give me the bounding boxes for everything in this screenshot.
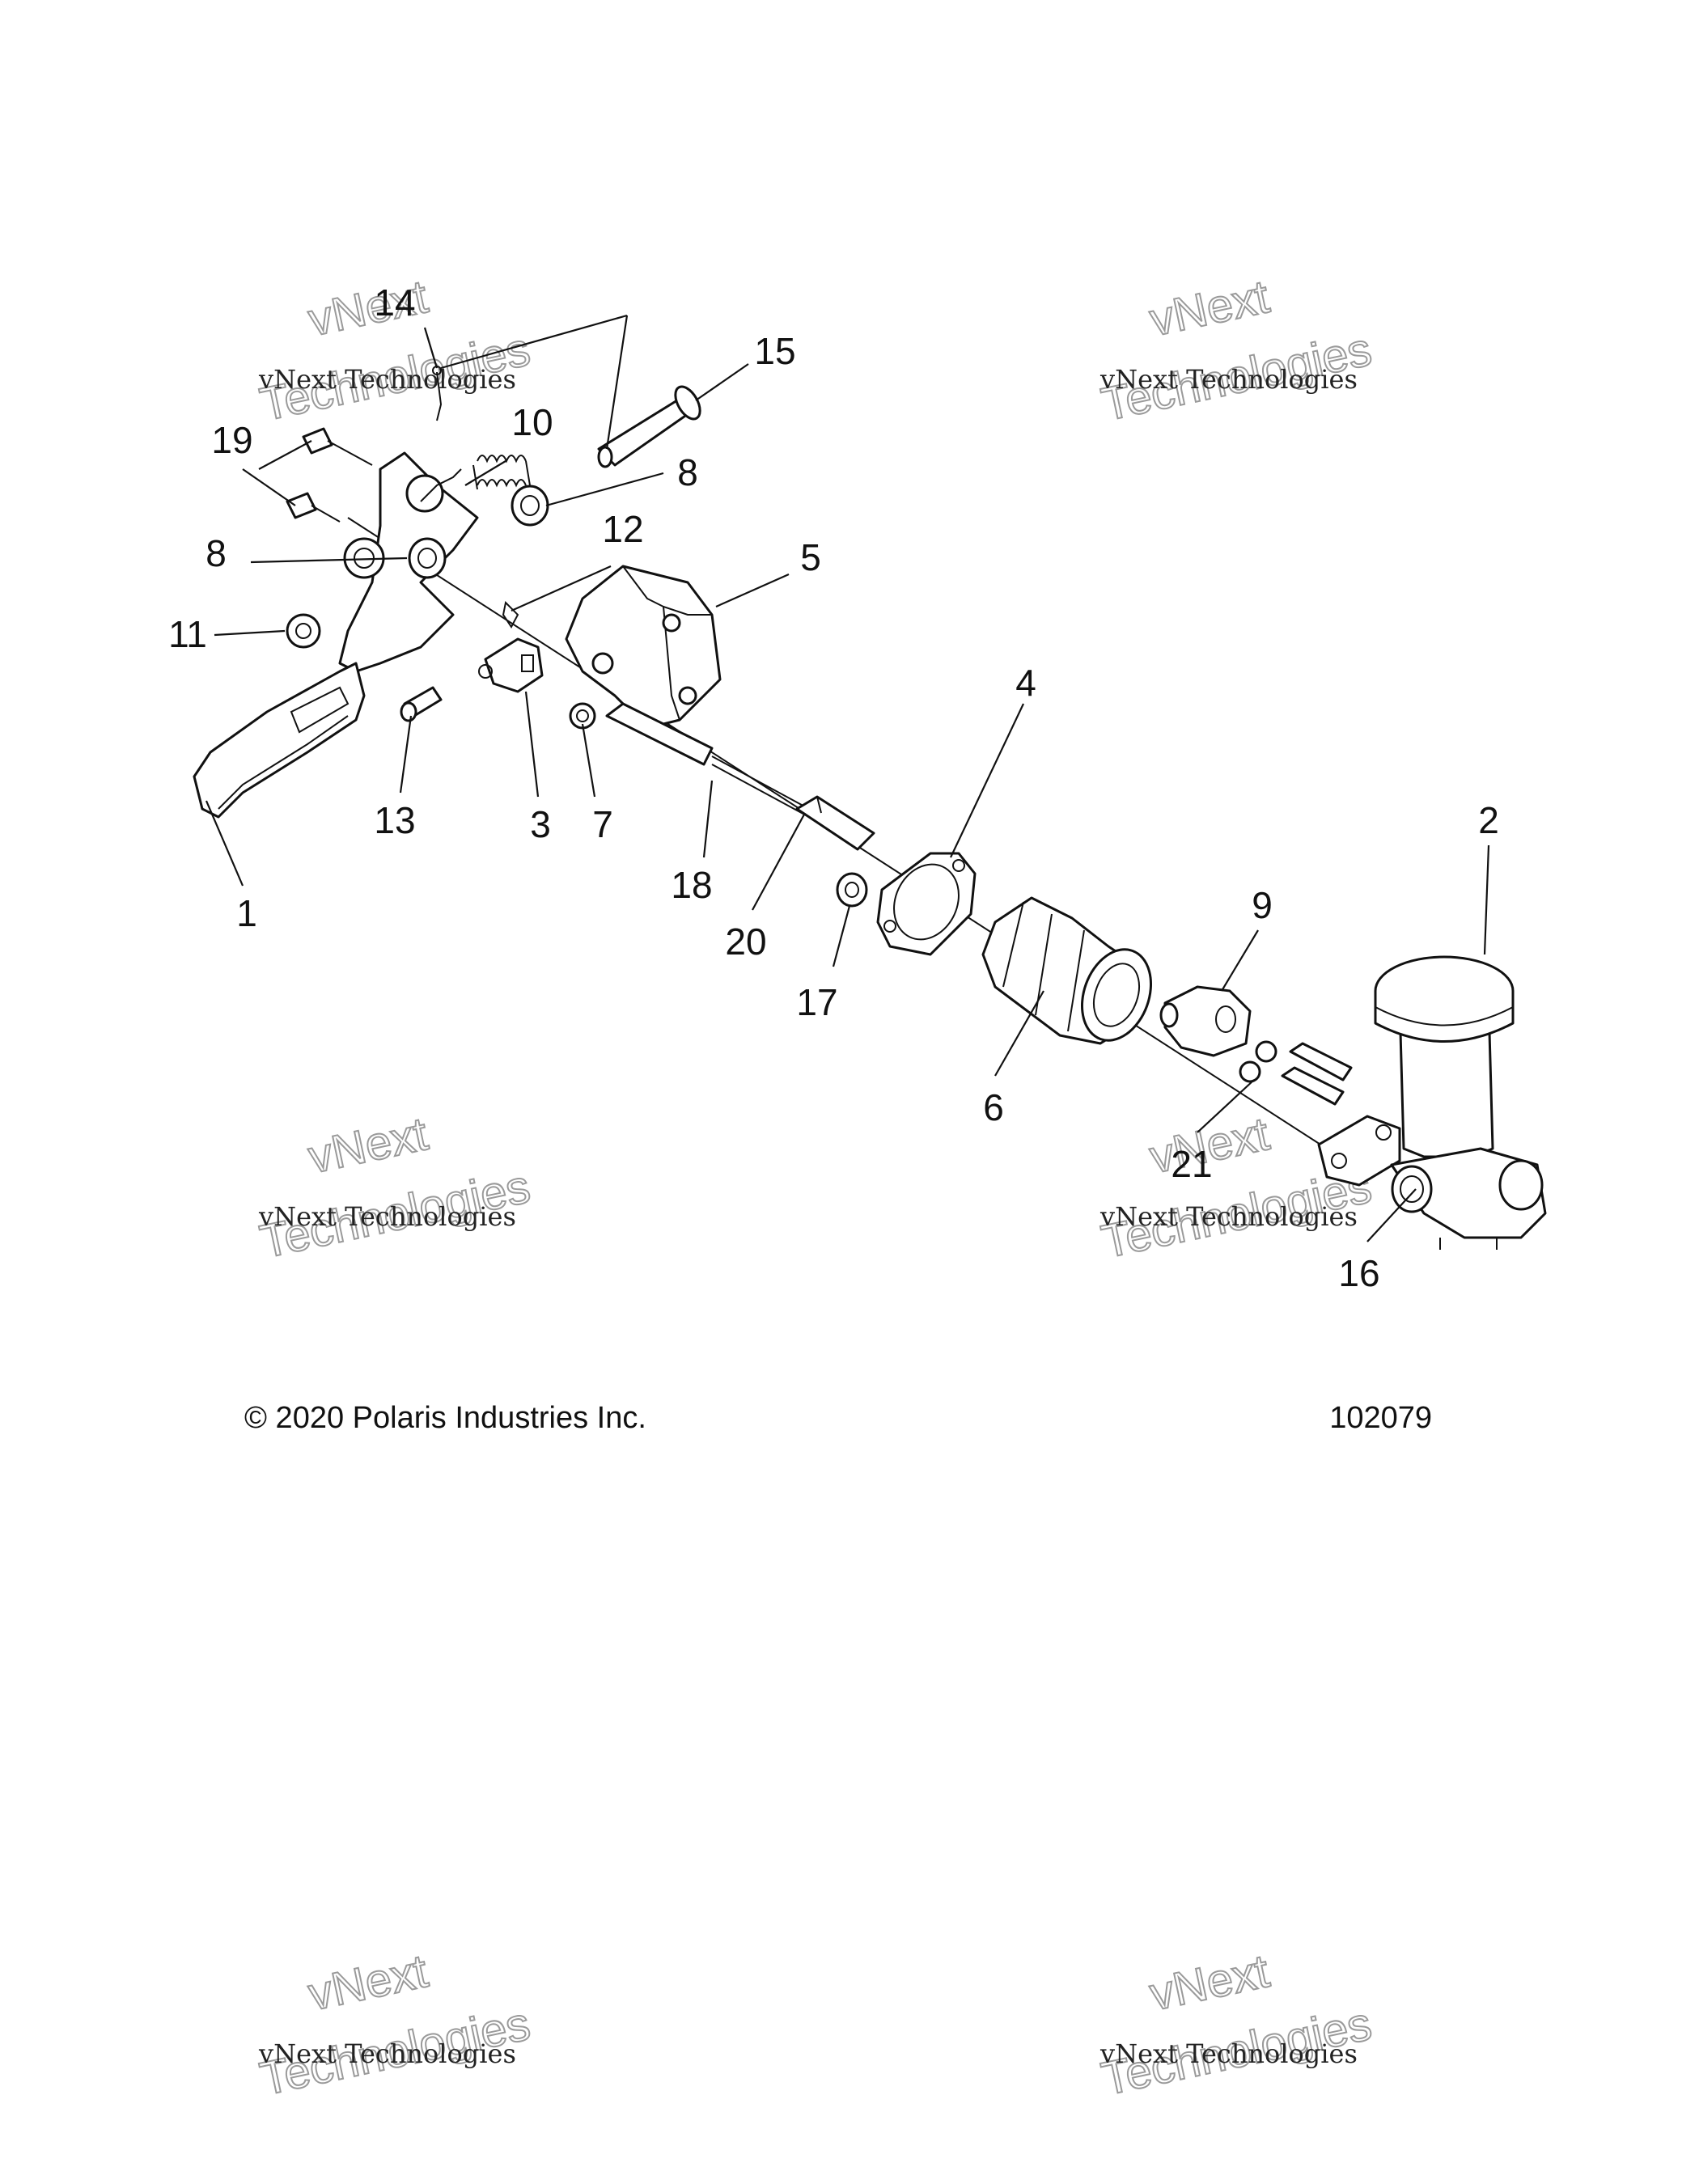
part-bolt-19-upper (302, 427, 373, 466)
callout-6: 6 (983, 1086, 1004, 1128)
part-washer-11 (286, 613, 321, 649)
part-bushing-8-left (408, 537, 447, 579)
callouts: 1 2 3 4 5 6 7 8 8 9 10 11 12 13 14 15 16… (168, 281, 1499, 1294)
callout-21: 21 (1171, 1143, 1212, 1185)
part-nut-21 (1239, 1040, 1277, 1083)
callout-8-top: 8 (677, 451, 698, 493)
part-rubber-boot (981, 896, 1153, 1045)
callout-8-left: 8 (205, 532, 227, 574)
part-clevis-3 (478, 637, 544, 693)
callout-2: 2 (1478, 799, 1499, 841)
watermark-vnext: vNext (304, 1107, 433, 1183)
watermark-bottom-left: vNext Technologies vNext Technologies (255, 1944, 536, 2106)
watermark-vnext: vNext (1146, 1945, 1274, 2021)
watermark-vnext: vNext (1146, 270, 1274, 346)
part-pivot-pin (597, 385, 701, 468)
part-bushing-8-top (511, 485, 549, 527)
part-pedal-arm (193, 451, 479, 819)
callout-16: 16 (1338, 1252, 1379, 1294)
callout-5: 5 (800, 536, 821, 578)
callout-11: 11 (168, 613, 207, 655)
copyright-text: © 2020 Polaris Industries Inc. (244, 1401, 646, 1435)
callout-10: 10 (511, 401, 553, 443)
watermark-text: vNext Technologies (258, 1201, 516, 1232)
part-clevis-9 (1159, 985, 1252, 1057)
part-rod-end-20 (795, 795, 875, 851)
part-push-rod (605, 702, 810, 818)
watermark-bottom-right: vNext Technologies vNext Technologies (1096, 1944, 1377, 2106)
watermark-mid-right: vNext Technologies vNext Technologies (1096, 1107, 1377, 1269)
callout-15: 15 (754, 330, 795, 372)
part-gasket-plate (876, 852, 977, 956)
leader-lines (205, 314, 1490, 1242)
part-return-spring (420, 455, 531, 502)
watermark-mid-left: vNext Technologies vNext Technologies (255, 1107, 536, 1269)
callout-13: 13 (374, 799, 415, 841)
callout-17: 17 (796, 981, 837, 1023)
part-nut-17 (836, 872, 868, 908)
callout-1: 1 (236, 892, 257, 934)
watermark-text: vNext Technologies (258, 364, 516, 395)
watermark-text: vNext Technologies (1099, 1201, 1358, 1232)
part-bracket (565, 565, 722, 730)
callout-20: 20 (725, 921, 766, 963)
watermark-vnext: vNext (304, 1945, 433, 2021)
callout-3: 3 (530, 803, 551, 845)
watermark-top-right: vNext Technologies vNext Technologies (1096, 269, 1377, 432)
watermark-text: vNext Technologies (1099, 364, 1358, 395)
callout-9: 9 (1252, 884, 1273, 926)
callout-12: 12 (602, 508, 643, 550)
part-mount-bolts (1281, 1042, 1353, 1106)
watermark-text: vNext Technologies (258, 2038, 516, 2069)
part-master-cylinder (1317, 955, 1547, 1250)
part-pin-13 (400, 686, 443, 722)
callout-7: 7 (592, 803, 613, 845)
callout-19: 19 (211, 419, 252, 461)
watermark-text: vNext Technologies (1099, 2038, 1358, 2069)
part-clip-12 (502, 600, 519, 629)
figure-number: 102079 (1329, 1401, 1432, 1435)
callout-18: 18 (671, 864, 712, 906)
callout-4: 4 (1015, 662, 1036, 704)
part-bolt-19-lower (286, 492, 341, 523)
callout-14: 14 (374, 281, 415, 324)
